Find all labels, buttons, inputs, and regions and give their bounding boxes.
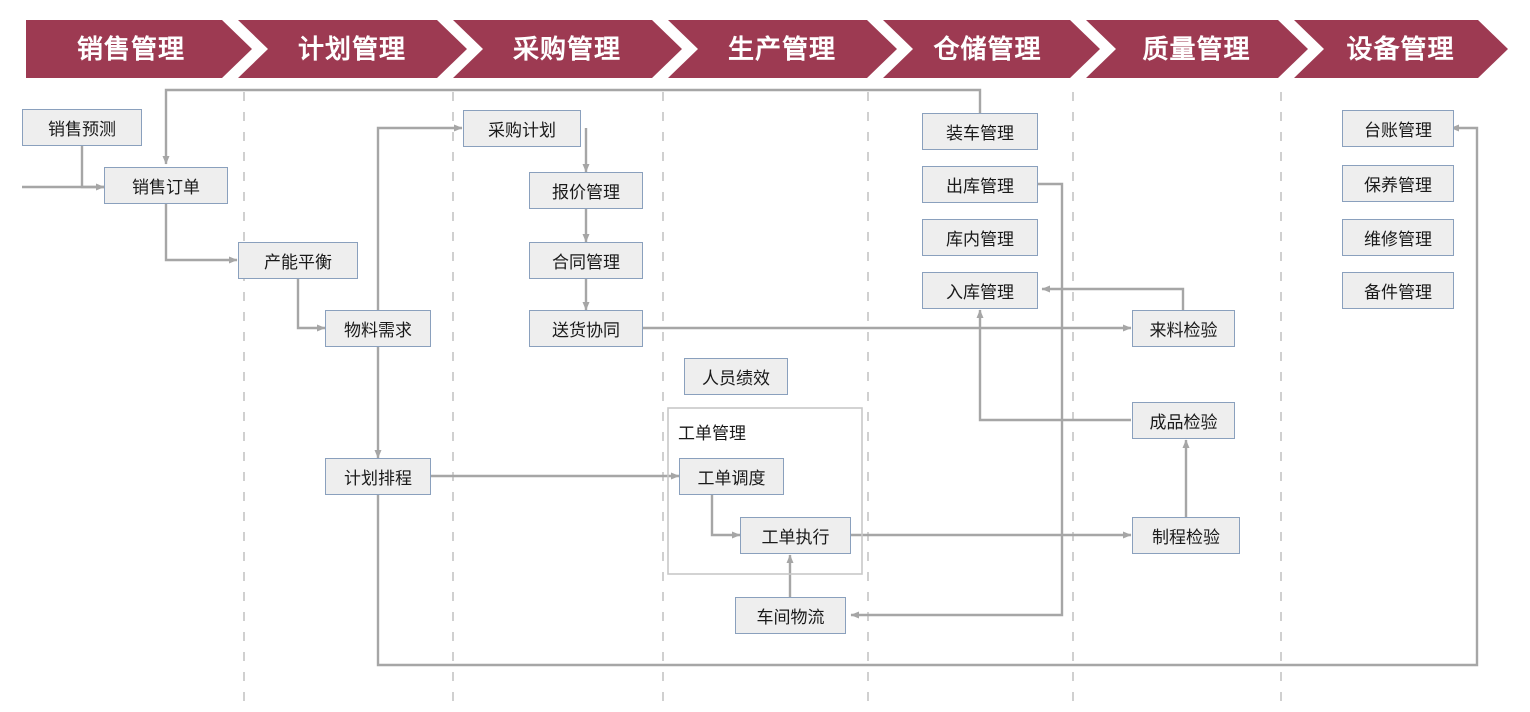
- edge-final-inspection-to-inbound: [976, 309, 1131, 422]
- edge-order-to-capacity: [164, 204, 238, 264]
- column-dividers: [243, 92, 1282, 706]
- node-material-demand[interactable]: 物料需求: [325, 310, 431, 347]
- edge-outbound-to-workshop-logistics: [850, 182, 1064, 619]
- node-staff-performance[interactable]: 人员绩效: [684, 358, 788, 395]
- node-delivery-collab[interactable]: 送货协同: [529, 310, 643, 347]
- edge-loading-to-sales-order: [162, 88, 982, 165]
- edge-plan-bottom-rail: [376, 124, 1479, 667]
- node-plan-schedule[interactable]: 计划排程: [325, 458, 431, 495]
- banner-segment-7[interactable]: [1294, 20, 1508, 78]
- node-purchase-plan[interactable]: 采购计划: [463, 110, 581, 147]
- banner-segment-3[interactable]: [453, 20, 682, 78]
- node-quotation-mgmt[interactable]: 报价管理: [529, 172, 643, 209]
- edge-incoming-inspection-to-inbound: [1041, 285, 1185, 310]
- node-process-inspection[interactable]: 制程检验: [1132, 517, 1240, 554]
- node-capacity-balance[interactable]: 产能平衡: [238, 242, 358, 279]
- node-workshop-logistics[interactable]: 车间物流: [735, 597, 846, 634]
- connectors: [22, 88, 1479, 667]
- node-contract-mgmt[interactable]: 合同管理: [529, 242, 643, 279]
- node-loading-mgmt[interactable]: 装车管理: [922, 113, 1038, 150]
- node-repair-mgmt[interactable]: 维修管理: [1342, 219, 1454, 256]
- edge-capacity-to-material: [296, 278, 326, 332]
- banner-segment-1[interactable]: [26, 20, 252, 78]
- edge-material-spine-to-purchase-plan: [376, 124, 463, 310]
- banner-segment-2[interactable]: [238, 20, 467, 78]
- node-maintenance-mgmt[interactable]: 保养管理: [1342, 165, 1454, 202]
- node-incoming-inspection[interactable]: 来料检验: [1132, 310, 1235, 347]
- banner-bar: [26, 20, 1508, 78]
- banner-segment-4[interactable]: [668, 20, 897, 78]
- banner-segment-5[interactable]: [883, 20, 1100, 78]
- node-sales-order[interactable]: 销售订单: [104, 167, 228, 204]
- node-inbound-mgmt[interactable]: 入库管理: [922, 272, 1038, 309]
- node-ledger-mgmt[interactable]: 台账管理: [1342, 110, 1454, 147]
- banner-segment-6[interactable]: [1086, 20, 1308, 78]
- node-work-order-exec[interactable]: 工单执行: [740, 517, 851, 554]
- node-final-inspection[interactable]: 成品检验: [1132, 402, 1235, 439]
- node-outbound-mgmt[interactable]: 出库管理: [922, 166, 1038, 203]
- edge-dispatch-to-exec: [710, 494, 741, 539]
- work-order-group-label: 工单管理: [678, 424, 746, 443]
- node-in-warehouse-mgmt[interactable]: 库内管理: [922, 219, 1038, 256]
- work-order-group-frame: [667, 407, 863, 575]
- edge-forecast-to-order: [80, 145, 105, 191]
- node-spare-parts-mgmt[interactable]: 备件管理: [1342, 272, 1454, 309]
- node-sales-forecast[interactable]: 销售预测: [22, 109, 142, 146]
- node-work-order-dispatch[interactable]: 工单调度: [679, 458, 784, 495]
